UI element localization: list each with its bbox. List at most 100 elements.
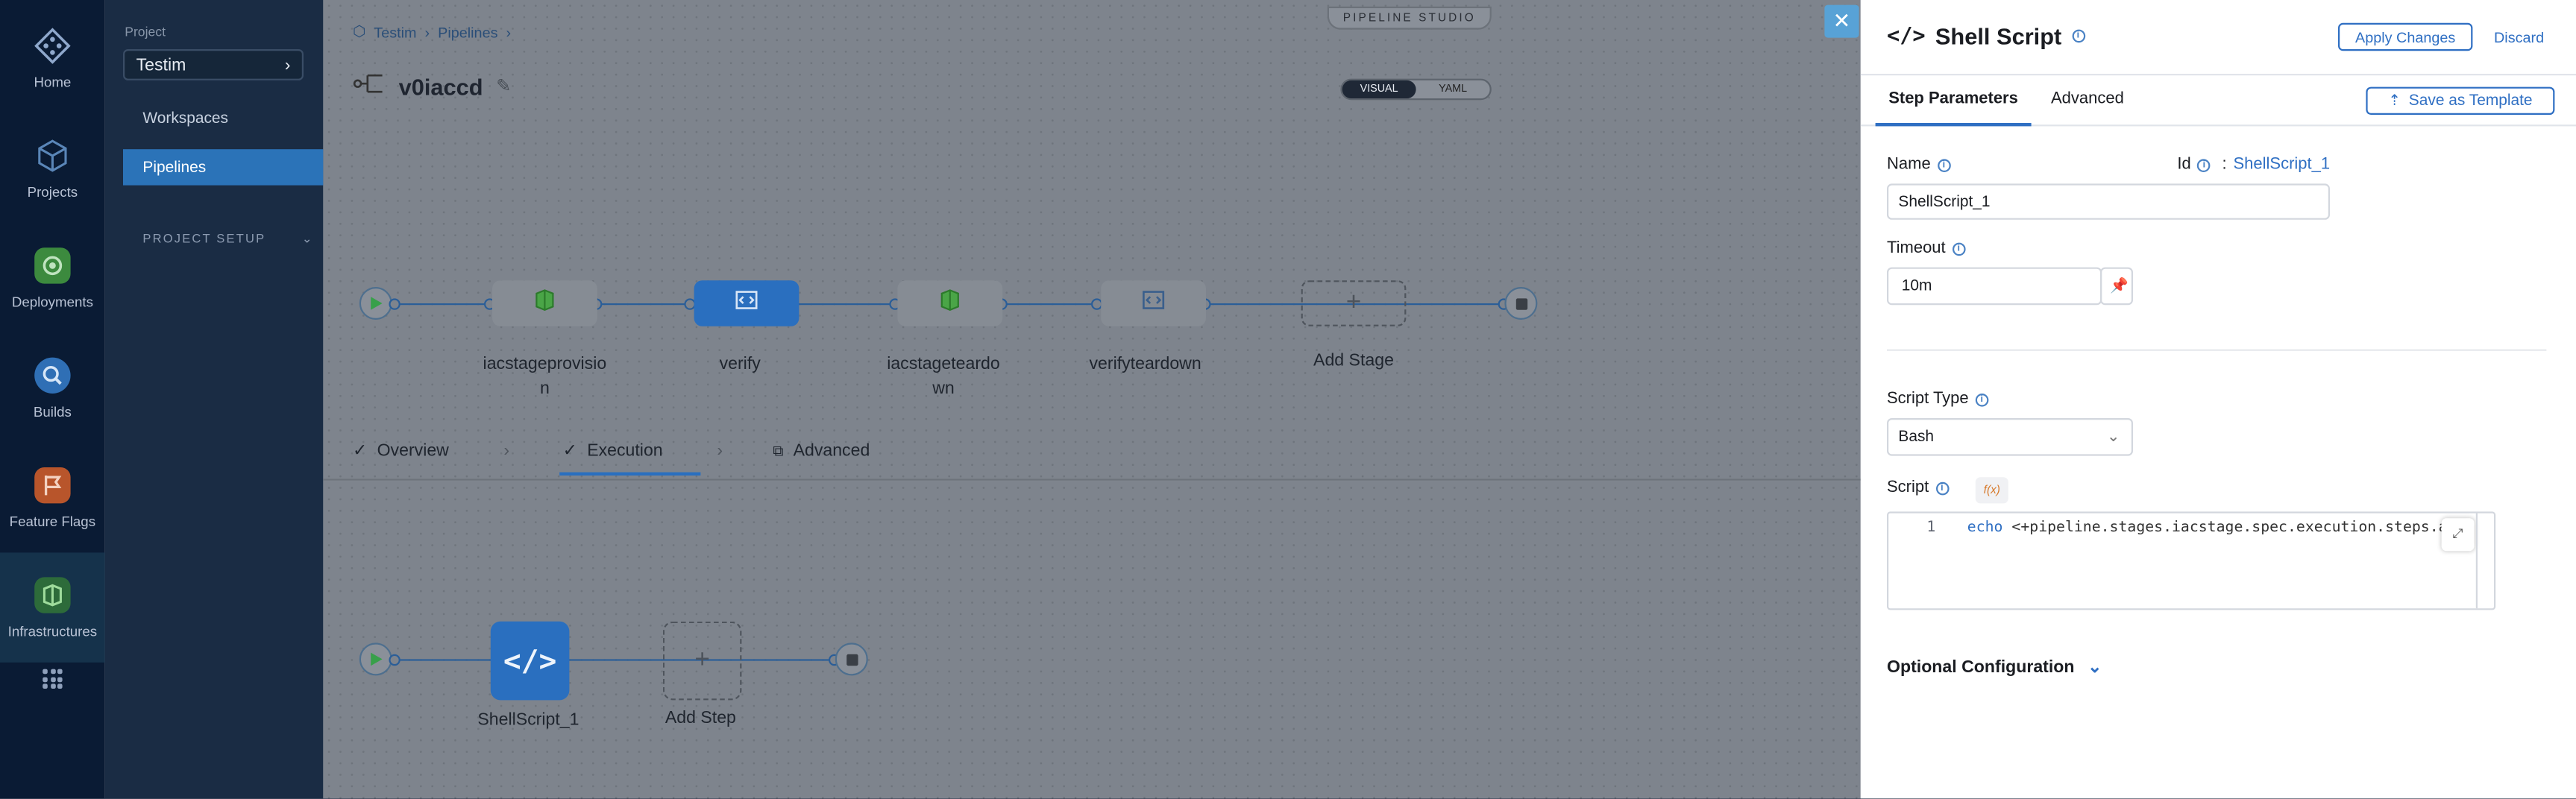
id-label-text: Id <box>2177 156 2191 174</box>
save-as-template-label: Save as Template <box>2408 92 2533 110</box>
step-node-shellscript[interactable]: </> <box>490 621 570 701</box>
optional-configuration-toggle[interactable]: Optional Configuration ⌄ <box>1887 657 2102 677</box>
tab-step-parameters[interactable]: Step Parameters <box>1888 90 2018 109</box>
name-label-text: Name <box>1887 156 1931 174</box>
builds-icon <box>34 356 71 393</box>
nav-projects[interactable]: Projects <box>0 113 105 223</box>
view-toggle[interactable]: VISUAL YAML <box>1340 78 1492 101</box>
stage-node-verifyteardown[interactable] <box>1101 280 1206 326</box>
info-icon[interactable]: i <box>1975 392 1989 406</box>
breadcrumb-pipelines[interactable]: Pipelines <box>438 23 498 40</box>
code-text: <+pipeline.stages.iacstage.spec.executio… <box>2002 519 2475 537</box>
active-tab-indicator <box>559 472 701 476</box>
script-code[interactable]: echo <+pipeline.stages.iacstage.spec.exe… <box>1967 519 2495 536</box>
nav-builds[interactable]: Builds <box>0 333 105 443</box>
nav-feature-flags[interactable]: Feature Flags <box>0 443 105 552</box>
chevron-down-icon: ⌄ <box>2087 657 2102 678</box>
stage-label-line: n <box>539 379 550 399</box>
timeout-label-text: Timeout <box>1887 239 1946 258</box>
add-step-button[interactable]: + <box>662 621 742 701</box>
breadcrumb-separator: › <box>506 23 512 40</box>
nav-infrastructures[interactable]: Infrastructures <box>0 552 105 663</box>
infra-stage-icon <box>533 288 556 319</box>
code-keyword: echo <box>1967 519 2003 537</box>
script-type-value: Bash <box>1898 428 1935 446</box>
section-divider <box>1887 349 2547 351</box>
panel-title: </> Shell Script i <box>1887 23 2085 49</box>
save-as-template-button[interactable]: ⇡ Save as Template <box>2366 86 2555 115</box>
info-icon[interactable]: i <box>1937 158 1951 171</box>
toggle-yaml[interactable]: YAML <box>1439 83 1468 95</box>
tab-advanced[interactable]: ⧉ Advanced <box>773 441 870 461</box>
connector-node <box>389 654 400 666</box>
stage-node-provision[interactable] <box>492 280 597 326</box>
project-name: Testim <box>136 54 186 75</box>
sidebar-item-workspaces[interactable]: Workspaces <box>142 109 229 127</box>
edit-pencil-icon[interactable]: ✎ <box>496 77 512 97</box>
info-icon[interactable]: i <box>1952 241 1966 256</box>
script-editor[interactable]: 1 echo <+pipeline.stages.iacstage.spec.e… <box>1887 511 2496 610</box>
advanced-settings-icon: ⧉ <box>773 441 784 458</box>
nav-projects-label: Projects <box>27 183 78 200</box>
line-number: 1 <box>1926 519 1936 537</box>
check-icon: ✓ <box>562 440 577 461</box>
add-stage-label: Add Stage <box>1313 350 1394 371</box>
expand-icon[interactable]: ⤢ <box>2441 518 2475 552</box>
pipeline-canvas[interactable]: ⬡ Testim › Pipelines › v0iaccd ✎ PIPELIN… <box>323 0 1861 799</box>
step-label: ShellScript_1 <box>477 710 579 730</box>
connector-node <box>389 298 400 310</box>
info-icon[interactable]: i <box>2197 158 2211 171</box>
custom-stage-icon <box>733 288 759 319</box>
pin-icon[interactable]: 📌 <box>2100 267 2133 306</box>
nav-builds-label: Builds <box>33 402 72 420</box>
discard-button[interactable]: Discard <box>2494 28 2545 45</box>
tab-overview[interactable]: ✓ Overview <box>353 441 449 461</box>
execution-end-icon <box>835 642 868 676</box>
editor-scrollbar[interactable] <box>2475 513 2478 609</box>
pipeline-name: v0iaccd <box>398 72 483 100</box>
script-type-select[interactable]: Bash ⌄ <box>1887 418 2133 456</box>
stage-label: iacstageprovisio n <box>471 353 618 402</box>
tab-advanced[interactable]: Advanced <box>2051 90 2124 109</box>
tab-overview-label: Overview <box>377 440 449 461</box>
name-input[interactable]: ShellScript_1 <box>1887 183 2330 220</box>
nav-deployments[interactable]: Deployments <box>0 223 105 332</box>
check-icon: ✓ <box>353 440 368 461</box>
info-icon[interactable]: i <box>2071 29 2085 43</box>
info-icon[interactable]: i <box>1935 481 1949 495</box>
tab-execution[interactable]: ✓ Execution <box>563 441 663 461</box>
breadcrumb-project[interactable]: Testim <box>374 23 417 40</box>
feature-flags-icon <box>34 466 71 503</box>
toggle-visual[interactable]: VISUAL <box>1342 80 1416 98</box>
fx-expression-button[interactable]: f(x) <box>1975 477 2008 504</box>
id-separator: : <box>2222 156 2227 174</box>
infra-stage-icon <box>938 288 961 319</box>
app-launcher-icon[interactable] <box>43 669 63 689</box>
code-icon: </> <box>503 643 557 678</box>
stage-node-teardown[interactable] <box>897 280 1003 326</box>
pipeline-title: v0iaccd ✎ <box>353 72 512 100</box>
add-stage-button[interactable]: + <box>1301 280 1407 326</box>
timeout-label: Timeout i <box>1887 239 1966 258</box>
sidebar-item-pipelines[interactable]: Pipelines <box>123 149 324 186</box>
step-config-panel: </> Shell Script i Apply Changes Discard… <box>1860 0 2576 799</box>
apply-changes-button[interactable]: Apply Changes <box>2338 22 2473 51</box>
id-value[interactable]: ShellScript_1 <box>2233 156 2331 174</box>
script-label-text: Script <box>1887 479 1929 497</box>
project-selector[interactable]: Testim › <box>123 49 304 80</box>
infrastructures-icon <box>34 576 71 613</box>
close-icon[interactable]: ✕ <box>1824 4 1859 38</box>
timeout-input[interactable]: 10m <box>1887 267 2102 306</box>
nav-home[interactable]: Home <box>0 3 105 113</box>
custom-stage-icon <box>1140 288 1166 319</box>
nav-home-label: Home <box>34 72 72 89</box>
pipeline-studio-label: PIPELINE STUDIO <box>1327 6 1492 30</box>
breadcrumb: ⬡ Testim › Pipelines › <box>353 23 511 41</box>
panel-tabs: Step Parameters Advanced ⇡ Save as Templ… <box>1860 74 2576 127</box>
project-icon: ⬡ <box>353 22 366 40</box>
project-setup-toggle[interactable]: PROJECT SETUP ⌄ <box>142 231 313 246</box>
stage-node-verify[interactable] <box>694 280 799 326</box>
chevron-down-icon: ⌄ <box>2106 428 2120 446</box>
active-tab-indicator <box>1875 123 2032 127</box>
plus-icon: + <box>1345 288 1362 317</box>
